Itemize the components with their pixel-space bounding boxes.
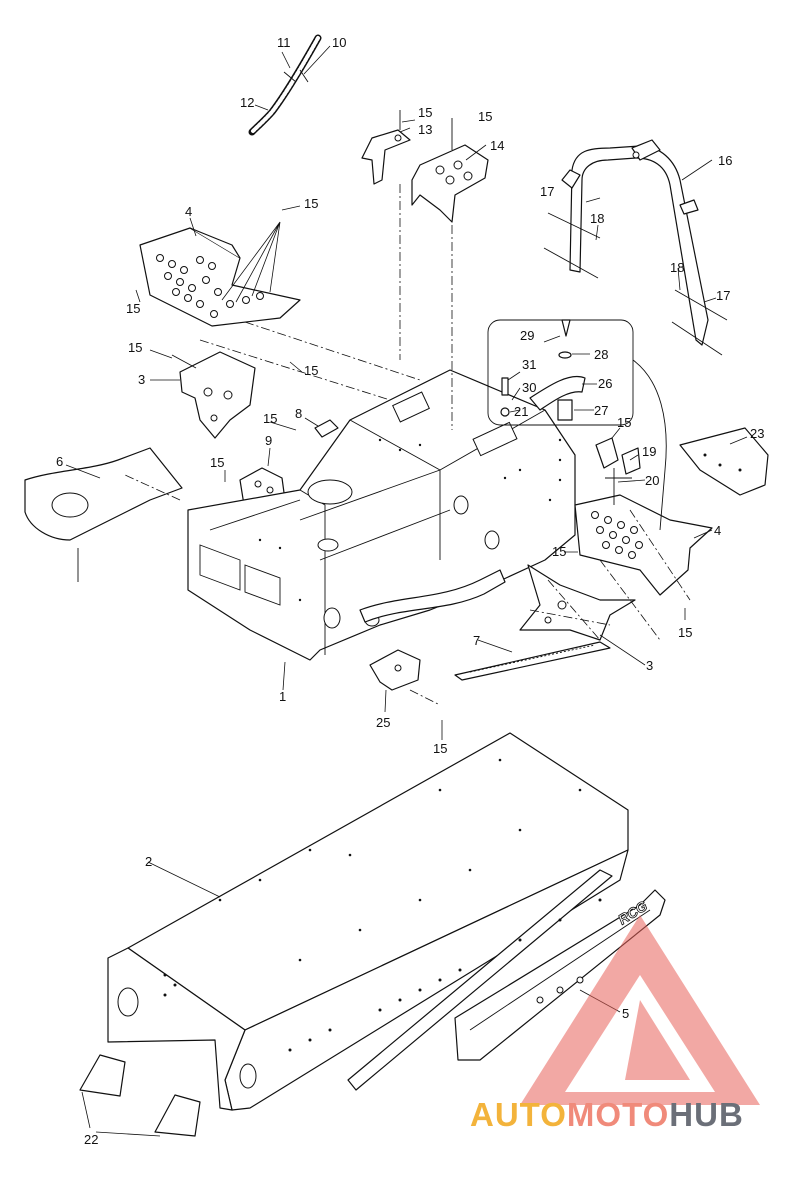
callout-17b: 17 (716, 288, 730, 303)
callout-15i: 15 (617, 415, 631, 430)
callout-15j: 15 (552, 544, 566, 559)
callout-6: 6 (56, 454, 63, 469)
callout-12: 12 (240, 95, 254, 110)
callout-15b: 15 (478, 109, 492, 124)
callout-15f: 15 (304, 363, 318, 378)
part-22-corner-plates (79, 1054, 201, 1137)
callout-23: 23 (750, 426, 764, 441)
callout-21: 21 (514, 404, 528, 419)
callout-3b: 3 (646, 658, 653, 673)
callout-15h: 15 (210, 455, 224, 470)
part-16-hoop (543, 139, 728, 356)
callout-labels: 11 10 12 15 13 15 14 16 17 18 18 17 4 15… (56, 35, 764, 1147)
part-2-tunnel (107, 732, 629, 1111)
part-3-left-bracket (171, 351, 256, 439)
callout-15k: 15 (678, 625, 692, 640)
part-8-clip (314, 419, 339, 438)
callout-2: 2 (145, 854, 152, 869)
part-6-shield (24, 447, 183, 582)
callout-4a: 4 (185, 204, 192, 219)
callout-19: 19 (642, 444, 656, 459)
callout-31: 31 (522, 357, 536, 372)
callout-10: 10 (332, 35, 346, 50)
callout-22: 22 (84, 1132, 98, 1147)
callout-15c: 15 (304, 196, 318, 211)
part-14-bracket (411, 118, 489, 223)
callout-13: 13 (418, 122, 432, 137)
callout-15d: 15 (126, 301, 140, 316)
leader-lines (65, 45, 748, 1137)
callout-18a: 18 (590, 211, 604, 226)
callout-25: 25 (376, 715, 390, 730)
detail-inset (487, 319, 667, 531)
callout-20: 20 (645, 473, 659, 488)
watermark-part2: MOTO (566, 1096, 670, 1133)
callout-15l: 15 (433, 741, 447, 756)
part-13-bracket (361, 110, 411, 185)
callout-8: 8 (295, 406, 302, 421)
callout-16: 16 (718, 153, 732, 168)
callout-15g: 15 (263, 411, 277, 426)
part-4-left-footrest (139, 221, 301, 327)
part-4-right-footrest (574, 494, 713, 596)
callout-28: 28 (594, 347, 608, 362)
callout-5: 5 (622, 1006, 629, 1021)
part-7-strip (454, 641, 611, 681)
callout-3a: 3 (138, 372, 145, 387)
callout-4b: 4 (714, 523, 721, 538)
part-12-hose (248, 34, 322, 136)
callout-11: 11 (277, 35, 291, 50)
assembly-lines (124, 184, 691, 706)
callout-17a: 17 (540, 184, 554, 199)
callout-30: 30 (522, 380, 536, 395)
callout-29: 29 (520, 328, 534, 343)
part-19-20-bracket (595, 437, 641, 505)
callout-15e: 15 (128, 340, 142, 355)
callout-9: 9 (265, 433, 272, 448)
watermark-text: AUTOMOTOHUB (470, 1096, 744, 1134)
watermark-part3: HUB (669, 1096, 744, 1133)
part-25-bracket (369, 649, 421, 691)
callout-1: 1 (279, 689, 286, 704)
callout-27: 27 (594, 403, 608, 418)
callout-7: 7 (473, 633, 480, 648)
callout-18b: 18 (670, 260, 684, 275)
callout-15a: 15 (418, 105, 432, 120)
watermark-part1: AUTO (470, 1096, 567, 1133)
part-23-plate (679, 427, 769, 496)
part-3-right-bracket (519, 564, 636, 641)
part-1-main-chassis (187, 369, 576, 661)
callout-14: 14 (490, 138, 504, 153)
watermark-logo (520, 915, 760, 1105)
callout-26: 26 (598, 376, 612, 391)
